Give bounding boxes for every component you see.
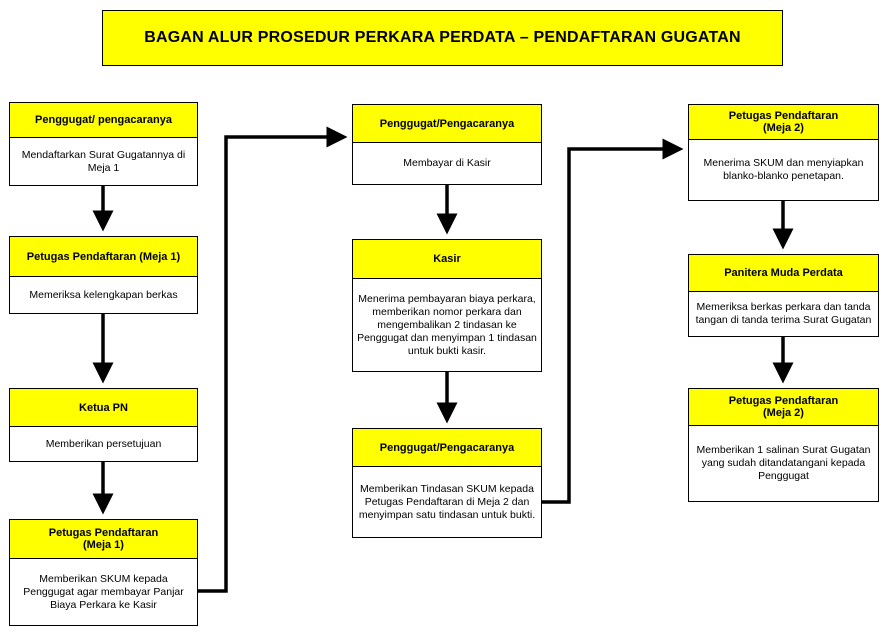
step-10-body: Memberikan 1 salinan Surat Gugatan yang … bbox=[696, 444, 871, 482]
arrow-7-8 bbox=[542, 138, 684, 504]
step-2-body: Memeriksa kelengkapan berkas bbox=[29, 288, 178, 301]
step-1-header: Penggugat/ pengacaranya bbox=[10, 103, 197, 138]
step-6-body: Menerima pembayaran biaya perkara, membe… bbox=[357, 292, 537, 357]
step-8-box: Petugas Pendaftaran (Meja 2) Menerima SK… bbox=[688, 104, 879, 201]
step-3-box: Ketua PN Memberikan persetujuan bbox=[9, 388, 198, 462]
step-7-box: Penggugat/Pengacaranya Memberikan Tindas… bbox=[352, 428, 542, 538]
step-8-header: Petugas Pendaftaran (Meja 2) bbox=[689, 105, 878, 140]
step-7-header: Penggugat/Pengacaranya bbox=[353, 429, 541, 467]
step-4-body: Memberikan SKUM kepada Penggugat agar me… bbox=[23, 572, 184, 611]
step-3-body: Memberikan persetujuan bbox=[45, 437, 162, 450]
step-7-body: Memberikan Tindasan SKUM kepada Petugas … bbox=[358, 482, 536, 521]
step-5-box: Penggugat/Pengacaranya Membayar di Kasir bbox=[352, 104, 542, 185]
step-3-header: Ketua PN bbox=[10, 389, 197, 427]
step-8-body: Menerima SKUM dan menyiapkan blanko-blan… bbox=[703, 157, 864, 182]
step-2-header: Petugas Pendaftaran (Meja 1) bbox=[10, 237, 197, 277]
step-6-header: Kasir bbox=[353, 240, 541, 279]
step-6-box: Kasir Menerima pembayaran biaya perkara,… bbox=[352, 239, 542, 372]
page-title: BAGAN ALUR PROSEDUR PERKARA PERDATA – PE… bbox=[102, 10, 783, 66]
step-9-header: Panitera Muda Perdata bbox=[689, 255, 878, 292]
step-10-box: Petugas Pendaftaran (Meja 2) Memberikan … bbox=[688, 388, 879, 502]
step-5-header: Penggugat/Pengacaranya bbox=[353, 105, 541, 143]
step-1-box: Penggugat/ pengacaranya Mendaftarkan Sur… bbox=[9, 102, 198, 186]
arrow-4-5 bbox=[198, 126, 348, 593]
step-5-body: Membayar di Kasir bbox=[403, 157, 491, 169]
step-2-box: Petugas Pendaftaran (Meja 1) Memeriksa k… bbox=[9, 236, 198, 314]
step-9-box: Panitera Muda Perdata Memeriksa berkas p… bbox=[688, 254, 879, 337]
step-10-header: Petugas Pendaftaran (Meja 2) bbox=[689, 389, 878, 426]
step-9-body: Memeriksa berkas perkara dan tanda tanga… bbox=[695, 301, 872, 326]
step-4-box: Petugas Pendaftaran (Meja 1) Memberikan … bbox=[9, 519, 198, 626]
step-1-body: Mendaftarkan Surat Gugatannya di Meja 1 bbox=[21, 148, 186, 174]
step-4-header: Petugas Pendaftaran (Meja 1) bbox=[10, 520, 197, 559]
